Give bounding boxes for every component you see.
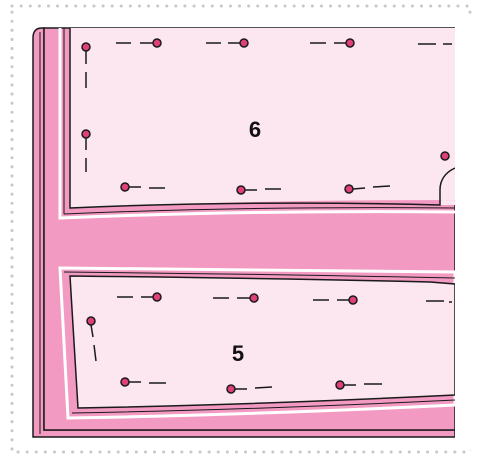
right-mask [455,20,481,450]
pattern-piece-6-paper [70,28,455,208]
pin-icon [441,152,449,160]
piece-label-6: 6 [249,117,261,142]
piece-label-5: 5 [232,341,244,366]
